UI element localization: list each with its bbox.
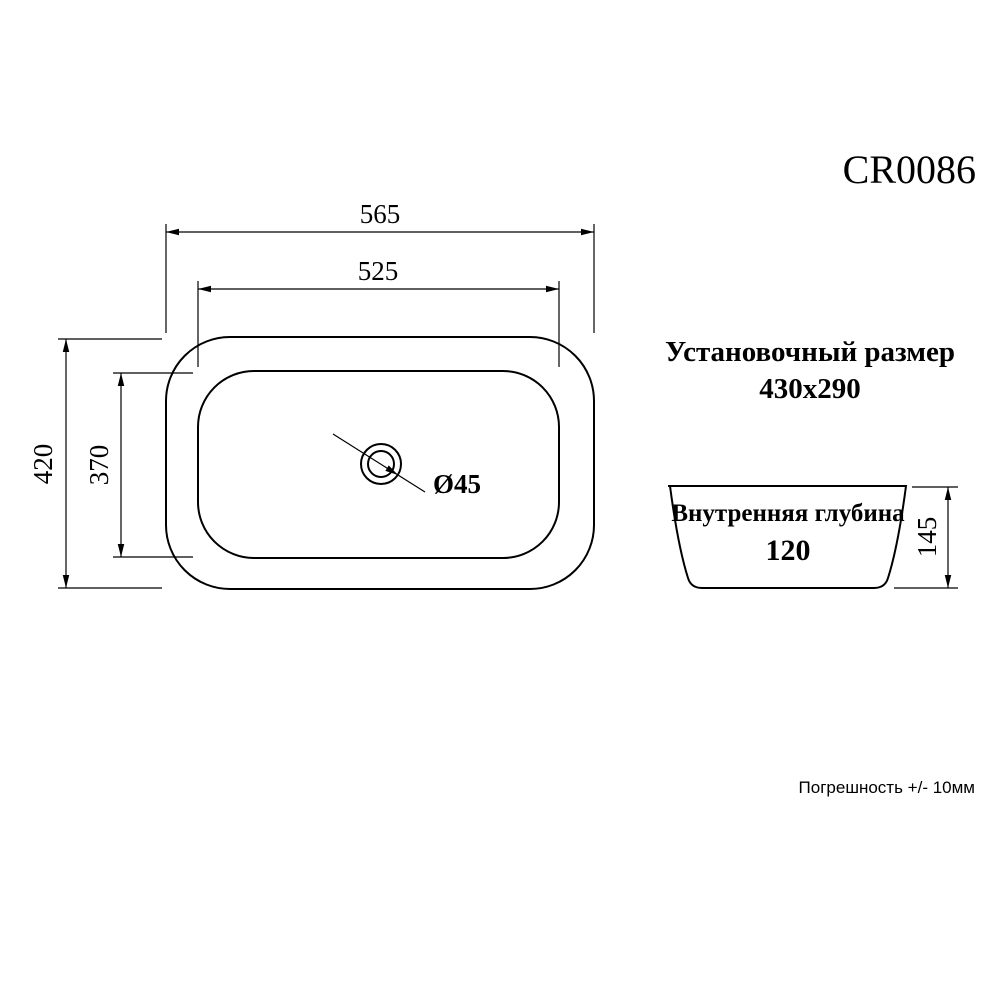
installation-size-label: Установочный размер [665, 336, 955, 368]
dim-side-height: 145 [894, 486, 958, 589]
dim-outer-width-value: 565 [360, 199, 401, 229]
dim-inner-width-value: 525 [358, 256, 399, 286]
dim-outer-height: 420 [28, 338, 162, 589]
sink-top-view: Ø45 [165, 336, 595, 590]
model-number: CR0086 [843, 147, 976, 192]
drain-leader-line [332, 433, 426, 493]
inner-depth-label: Внутренняя глубина [671, 500, 905, 527]
sink-outer-rim [165, 336, 595, 590]
dim-outer-width: 565 [165, 199, 595, 333]
dim-inner-height: 370 [84, 372, 193, 558]
drain-diameter-label: Ø45 [433, 469, 481, 499]
dim-inner-height-value: 370 [84, 445, 114, 486]
installation-size-note: Установочный размер 430x290 [665, 336, 955, 405]
installation-size-value: 430x290 [759, 373, 861, 405]
dim-outer-height-value: 420 [28, 444, 58, 485]
dim-side-height-value: 145 [912, 517, 942, 558]
side-profile-outline [668, 485, 908, 589]
inner-depth-value: 120 [766, 534, 811, 567]
tolerance-note: Погрешность +/- 10мм [799, 778, 975, 797]
sink-inner-bowl [197, 370, 560, 559]
drain-hole-inner [367, 450, 395, 478]
drain-hole-outer [360, 443, 402, 485]
dim-inner-width: 525 [197, 256, 560, 367]
sink-side-view: Внутренняя глубина 120 [668, 485, 908, 589]
